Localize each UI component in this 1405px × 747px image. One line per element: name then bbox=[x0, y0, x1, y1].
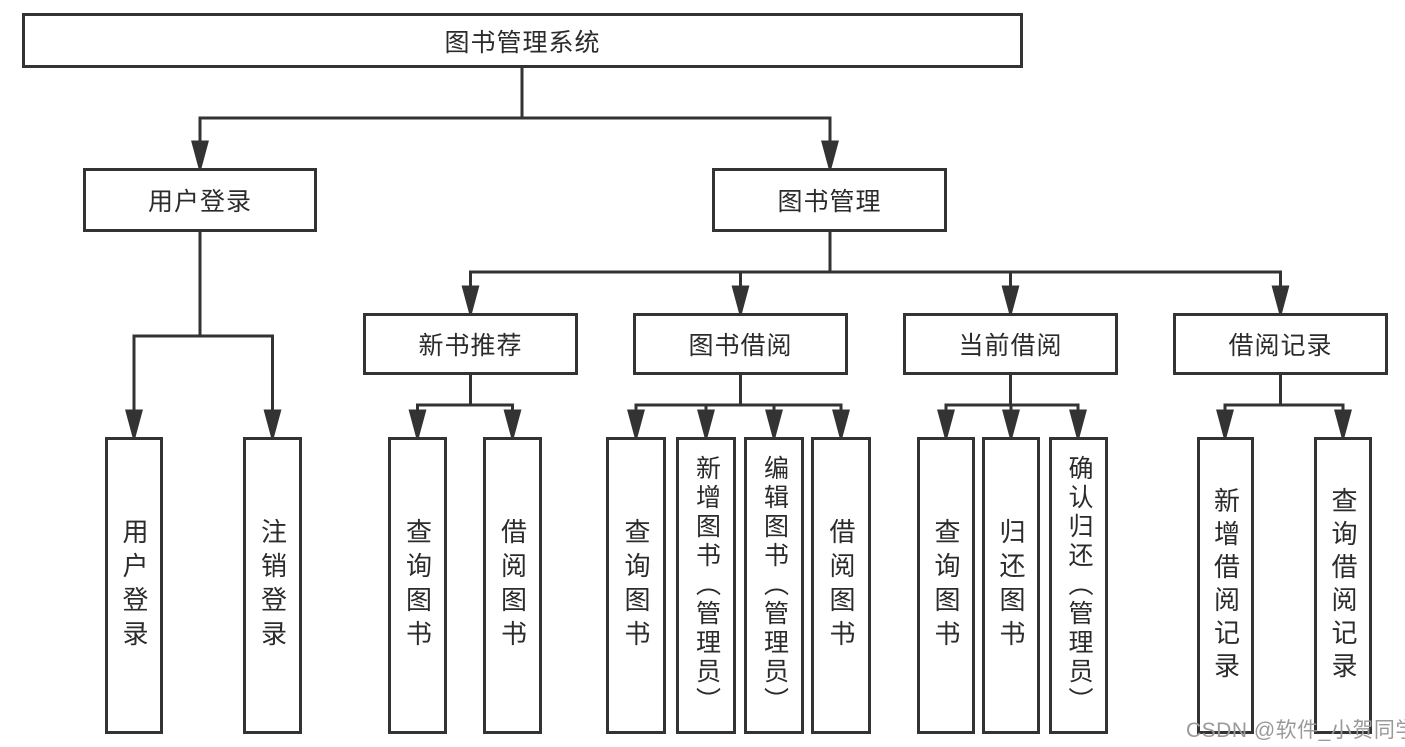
node-book-management-label: 图书管理 bbox=[777, 188, 882, 216]
node-book-borrow: 图书借阅 bbox=[633, 313, 848, 375]
node-borrow-records: 借阅记录 bbox=[1173, 313, 1388, 375]
node-current-borrow: 当前借阅 bbox=[903, 313, 1118, 375]
leaf-return-books-label: 归还图书 bbox=[996, 517, 1026, 654]
leaf-user-login-label: 用户登录 bbox=[119, 517, 149, 654]
leaf-query-borrow-record: 查询借阅记录 bbox=[1314, 437, 1372, 734]
leaf-current-query-books: 查询图书 bbox=[917, 437, 975, 734]
leaf-query-borrow-record-label: 查询借阅记录 bbox=[1328, 486, 1358, 685]
leaf-confirm-return-admin: 确认归还（管理员） bbox=[1049, 437, 1108, 734]
leaf-current-query-books-label: 查询图书 bbox=[931, 517, 961, 654]
leaf-recommend-borrow-books-label: 借阅图书 bbox=[497, 517, 528, 654]
leaf-edit-books-admin: 编辑图书（管理员） bbox=[744, 437, 804, 734]
leaf-add-books-admin-label: 新增图书（管理员） bbox=[692, 455, 721, 716]
leaf-edit-books-admin-label: 编辑图书（管理员） bbox=[760, 455, 789, 716]
node-root-system: 图书管理系统 bbox=[22, 13, 1023, 68]
leaf-borrow-books: 借阅图书 bbox=[811, 437, 871, 734]
node-user-login-label: 用户登录 bbox=[147, 188, 252, 216]
node-book-borrow-label: 图书借阅 bbox=[688, 332, 793, 360]
leaf-logout-label: 注销登录 bbox=[257, 517, 288, 654]
leaf-add-books-admin: 新增图书（管理员） bbox=[676, 437, 736, 734]
leaf-borrow-query-books-label: 查询图书 bbox=[621, 517, 651, 654]
leaf-confirm-return-admin-label: 确认归还（管理员） bbox=[1065, 455, 1093, 716]
node-root-label: 图书管理系统 bbox=[444, 28, 601, 57]
node-new-book-recommend: 新书推荐 bbox=[363, 313, 578, 375]
leaf-add-borrow-record: 新增借阅记录 bbox=[1197, 437, 1254, 734]
leaf-recommend-query-books-label: 查询图书 bbox=[402, 517, 433, 654]
leaf-borrow-books-label: 借阅图书 bbox=[826, 517, 856, 654]
leaf-logout: 注销登录 bbox=[243, 437, 302, 734]
node-new-book-recommend-label: 新书推荐 bbox=[418, 332, 523, 360]
csdn-watermark: CSDN @软件_小贺同学 bbox=[1186, 719, 1405, 742]
leaf-user-login: 用户登录 bbox=[105, 437, 163, 734]
leaf-recommend-borrow-books: 借阅图书 bbox=[483, 437, 542, 734]
node-book-management: 图书管理 bbox=[712, 168, 947, 232]
leaf-return-books: 归还图书 bbox=[982, 437, 1040, 734]
leaf-borrow-query-books: 查询图书 bbox=[606, 437, 666, 734]
node-user-login: 用户登录 bbox=[83, 168, 317, 232]
node-borrow-records-label: 借阅记录 bbox=[1228, 332, 1333, 360]
leaf-recommend-query-books: 查询图书 bbox=[388, 437, 447, 734]
node-current-borrow-label: 当前借阅 bbox=[958, 332, 1063, 360]
leaf-add-borrow-record-label: 新增借阅记录 bbox=[1210, 486, 1241, 685]
